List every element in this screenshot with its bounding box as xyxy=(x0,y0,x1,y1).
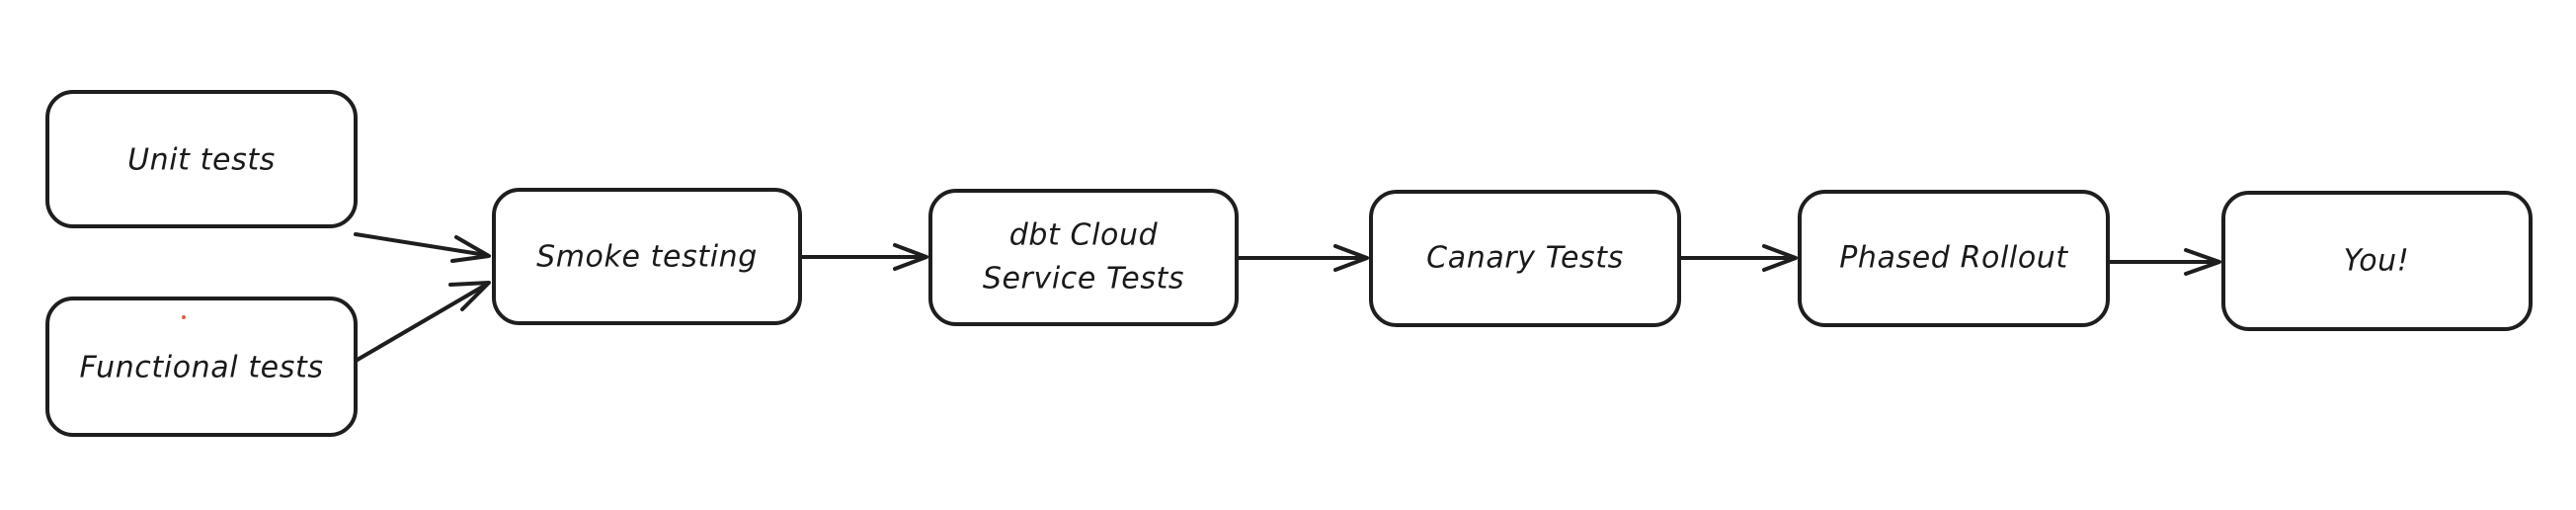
edge-functional-to-smoke-line xyxy=(354,283,488,363)
node-unit-tests-shape[interactable] xyxy=(45,90,358,228)
edge-unit-to-smoke-line xyxy=(354,232,488,257)
node-dbt-cloud-service-tests[interactable]: dbt Cloud Service Tests xyxy=(928,189,1239,326)
node-phased-rollout[interactable]: Phased Rollout xyxy=(1798,190,2110,327)
edge-dbt-to-canary xyxy=(1237,244,1369,272)
node-phased-rollout-label: Phased Rollout xyxy=(1839,241,2068,276)
edge-phased-to-you xyxy=(2108,248,2221,276)
node-canary-tests-label: Canary Tests xyxy=(1426,241,1624,276)
node-smoke-testing-label: Smoke testing xyxy=(536,240,758,275)
node-unit-tests[interactable]: Unit tests xyxy=(45,90,358,228)
node-canary-tests-shape[interactable] xyxy=(1369,190,1681,327)
edge-dbt-to-canary-arrowhead xyxy=(1333,244,1369,272)
edge-functional-to-smoke-arrowhead xyxy=(448,281,491,311)
node-dbt-cloud-service-tests-shape[interactable] xyxy=(928,189,1239,326)
node-smoke-testing-shape[interactable] xyxy=(492,188,802,325)
edge-functional-to-smoke xyxy=(354,281,491,363)
edge-canary-to-phased-arrowhead xyxy=(1762,244,1798,272)
edge-phased-to-you-arrowhead xyxy=(2184,248,2221,276)
node-smoke-testing[interactable]: Smoke testing xyxy=(492,188,802,325)
node-you[interactable]: You! xyxy=(2221,191,2533,331)
node-dbt-cloud-service-tests-label-line2: Service Tests xyxy=(983,262,1184,297)
node-unit-tests-label: Unit tests xyxy=(127,143,276,178)
node-functional-tests[interactable]: Functional tests xyxy=(45,297,358,437)
edge-canary-to-phased xyxy=(1679,244,1798,272)
edge-unit-to-smoke-arrowhead xyxy=(450,235,491,263)
node-you-label: You! xyxy=(2344,244,2410,279)
node-dbt-cloud-service-tests-label-line1: dbt Cloud xyxy=(1009,218,1159,253)
edge-unit-to-smoke xyxy=(354,232,491,263)
stray-speck xyxy=(182,315,186,319)
edge-smoke-to-dbt-arrowhead xyxy=(893,243,928,271)
node-functional-tests-shape[interactable] xyxy=(45,297,358,437)
node-functional-tests-label: Functional tests xyxy=(79,351,323,385)
edge-smoke-to-dbt xyxy=(800,243,928,271)
node-you-shape[interactable] xyxy=(2221,191,2533,331)
node-phased-rollout-shape[interactable] xyxy=(1798,190,2110,327)
node-canary-tests[interactable]: Canary Tests xyxy=(1369,190,1681,327)
